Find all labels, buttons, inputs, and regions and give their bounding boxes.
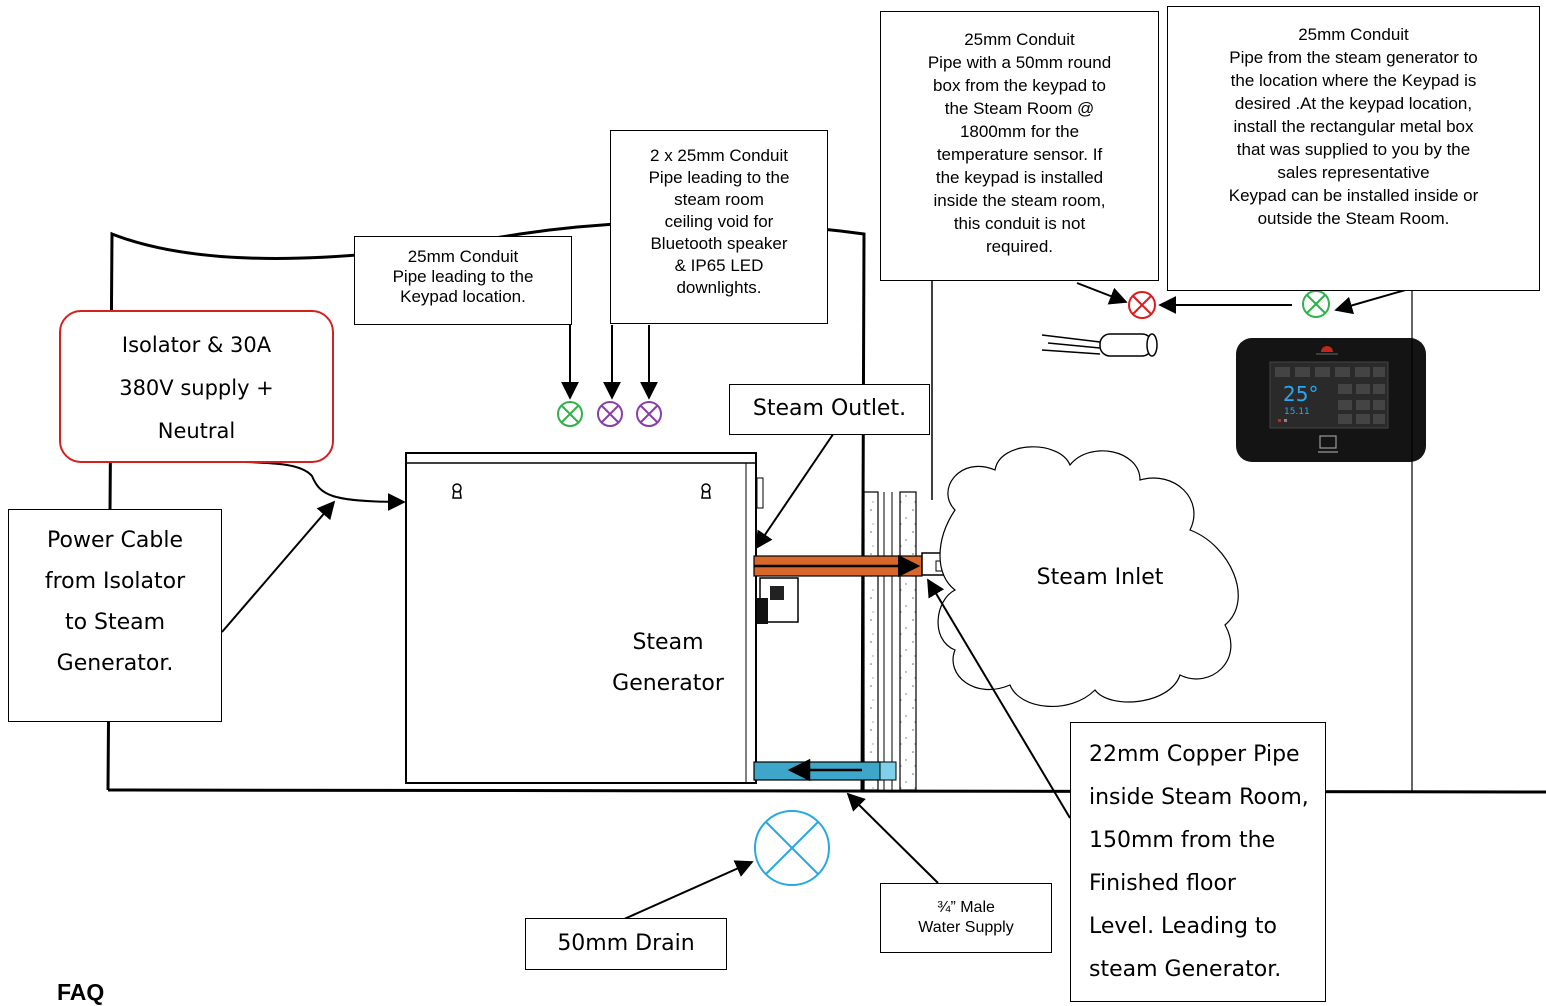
label-water-supply: ¾” Male Water Supply — [880, 883, 1052, 953]
temperature-sensor-icon — [1041, 333, 1158, 357]
arrow-copper-pipe — [927, 578, 1071, 819]
keypad-device-icon — [1236, 338, 1426, 462]
arrow-steam-outlet — [754, 423, 841, 550]
sensor-marker-icon — [1128, 291, 1156, 319]
label-steam-outlet: Steam Outlet. — [729, 384, 930, 435]
label-power-cable: Power Cable from Isolator to Steam Gener… — [8, 509, 222, 722]
steam-generator-unit — [405, 452, 799, 784]
keyhole-left-icon — [452, 483, 462, 499]
conduit-marker-icon — [597, 401, 623, 427]
room-wall-section — [863, 280, 933, 791]
keyhole-right-icon — [701, 483, 711, 499]
arrow-water-supply — [846, 792, 939, 884]
water-supply-pipe — [753, 758, 897, 782]
arrow-drain — [621, 860, 754, 921]
label-isolator: Isolator & 30A 380V supply + Neutral — [59, 310, 334, 463]
label-steam-inlet: Steam Inlet — [1036, 565, 1164, 590]
conduit-marker-icon — [1302, 290, 1330, 318]
power-cable — [215, 460, 406, 511]
label-conduit-ceiling: 2 x 25mm Conduit Pipe leading to the ste… — [610, 130, 828, 324]
label-steam-generator: Steam Generator — [612, 630, 724, 696]
conduit-marker-icon — [636, 401, 662, 427]
keypad-temperature-readout: 25° — [1283, 382, 1318, 406]
conduit-marker-icon — [557, 401, 583, 427]
drain-marker-icon — [754, 810, 830, 886]
arrow-sensor-marker — [1076, 282, 1128, 305]
label-conduit-sensor: 25mm Conduit Pipe with a 50mm round box … — [880, 11, 1159, 281]
label-copper-pipe: 22mm Copper Pipe inside Steam Room, 150m… — [1070, 722, 1326, 1002]
steam-outlet-pipe — [753, 552, 951, 578]
faq-heading: FAQ — [57, 979, 105, 1005]
generator-conduit-leader — [1320, 290, 1413, 793]
steam-cloud-icon — [937, 446, 1239, 708]
keypad-time-readout: 15.11 — [1284, 407, 1310, 417]
label-conduit-keypad: 25mm Conduit Pipe leading to the Keypad … — [354, 236, 572, 325]
label-drain: 50mm Drain — [525, 918, 727, 970]
label-conduit-generator: 25mm Conduit Pipe from the steam generat… — [1167, 6, 1540, 291]
arrow-power-cable — [221, 500, 336, 633]
